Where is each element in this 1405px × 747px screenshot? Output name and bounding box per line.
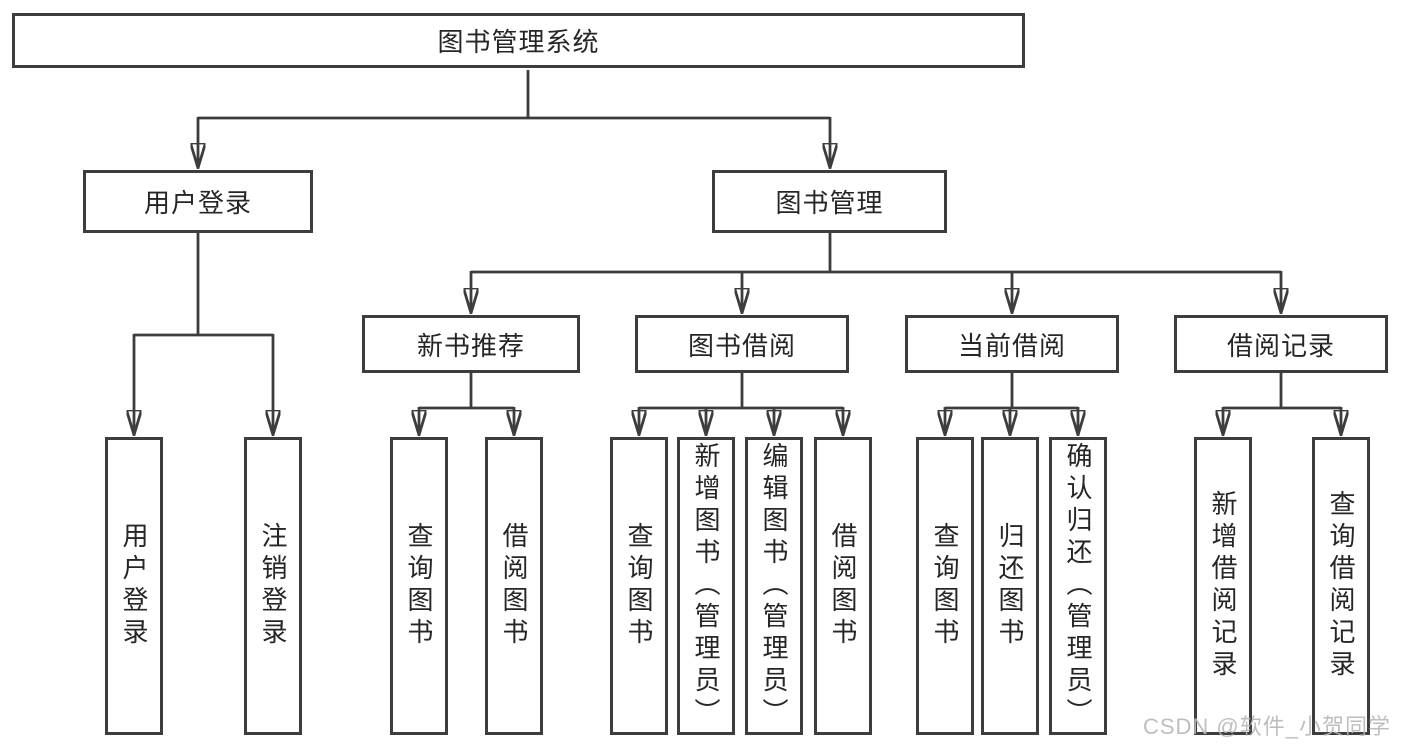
leaf-edit-books-admin: 编辑图书（管理员） <box>745 437 803 735</box>
leaf-borrow-books: 借阅图书 <box>814 437 872 735</box>
leaf-confirm-return-admin: 确认归还（管理员） <box>1049 437 1107 735</box>
leaf-add-borrow-record: 新增借阅记录 <box>1194 437 1252 735</box>
node-label: 借阅图书 <box>499 522 529 650</box>
node-label: 归还图书 <box>995 522 1025 650</box>
node-label: 新增图书（管理员） <box>691 442 721 730</box>
node-label: 确认归还（管理员） <box>1063 442 1093 730</box>
node-user-login: 用户登录 <box>83 170 313 233</box>
node-label: 编辑图书（管理员） <box>759 442 789 730</box>
node-new-book-recommend: 新书推荐 <box>362 315 580 373</box>
node-label: 查询图书 <box>930 522 960 650</box>
leaf-return-books: 归还图书 <box>981 437 1039 735</box>
leaf-current-query-books: 查询图书 <box>916 437 974 735</box>
node-label: 借阅记录 <box>1226 330 1335 361</box>
node-label: 借阅图书 <box>828 522 858 650</box>
edges-root <box>198 70 830 168</box>
csdn-watermark: CSDN @软件_小贺同学 <box>1142 714 1391 739</box>
edges-book-management <box>471 233 1281 313</box>
node-label: 查询借阅记录 <box>1326 490 1356 682</box>
leaf-recommend-borrow-books: 借阅图书 <box>485 437 543 735</box>
node-label: 查询图书 <box>404 522 434 650</box>
edges-user-login <box>134 233 273 435</box>
node-book-management: 图书管理 <box>712 170 947 233</box>
edges-borrow-records <box>1223 373 1341 435</box>
leaf-recommend-query-books: 查询图书 <box>390 437 448 735</box>
node-label: 用户登录 <box>143 188 252 218</box>
leaf-query-borrow-record: 查询借阅记录 <box>1312 437 1370 735</box>
node-label: 当前借阅 <box>957 330 1066 361</box>
node-label: 注销登录 <box>258 522 288 650</box>
node-borrow-records: 借阅记录 <box>1174 315 1388 373</box>
node-label: 新增借阅记录 <box>1208 490 1238 682</box>
node-label: 用户登录 <box>119 522 149 650</box>
node-current-borrow: 当前借阅 <box>905 315 1119 373</box>
node-label: 新书推荐 <box>416 330 525 361</box>
edges-new-book-recommend <box>419 373 514 435</box>
edges-current-borrow <box>945 373 1078 435</box>
node-label: 查询图书 <box>624 522 654 650</box>
node-label: 图书管理 <box>775 188 884 218</box>
node-book-borrow: 图书借阅 <box>635 315 849 373</box>
leaf-borrow-query-books: 查询图书 <box>610 437 668 735</box>
leaf-add-books-admin: 新增图书（管理员） <box>677 437 735 735</box>
node-label: 图书管理系统 <box>437 27 600 57</box>
node-label: 图书借阅 <box>687 330 796 361</box>
leaf-user-login: 用户登录 <box>105 437 163 735</box>
node-library-management-system: 图书管理系统 <box>12 13 1025 68</box>
edges-book-borrow <box>639 373 843 435</box>
leaf-logout-login: 注销登录 <box>244 437 302 735</box>
